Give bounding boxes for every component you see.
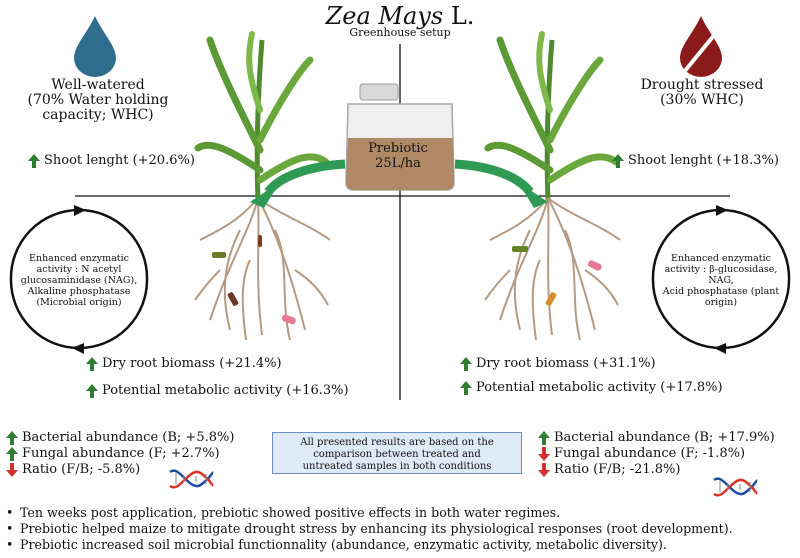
up-arrow-icon bbox=[460, 380, 472, 395]
maize-plant-drought bbox=[484, 31, 621, 341]
drought-label: Drought stressed (30% WHC) bbox=[640, 77, 764, 108]
bacterial-abundance-well-watered: Bacterial abundance (B; +5.8%) bbox=[6, 430, 234, 445]
bacterial-abundance-drought: Bacterial abundance (B; +17.9%) bbox=[538, 430, 775, 445]
up-arrow-icon bbox=[86, 383, 98, 398]
dna-icon bbox=[169, 469, 214, 489]
prebiotic-label: Prebiotic 25L/ha bbox=[368, 141, 428, 171]
down-arrow-icon bbox=[538, 462, 550, 477]
enzymatic-activity-drought: Enhanced enzymatic activity : β-glucosid… bbox=[662, 253, 780, 308]
fungal-abundance-well-watered: Fungal abundance (F; +2.7%) bbox=[6, 446, 220, 461]
root-biomass-drought: Dry root biomass (+31.1%) bbox=[460, 356, 656, 371]
list-item: •Prebiotic helped maize to mitigate drou… bbox=[6, 521, 733, 536]
up-arrow-icon bbox=[612, 153, 624, 168]
ratio-drought: Ratio (F/B; -21.8%) bbox=[538, 462, 680, 477]
application-arrows bbox=[250, 159, 548, 208]
down-arrow-icon bbox=[538, 446, 550, 461]
list-item: •Ten weeks post application, prebiotic s… bbox=[6, 505, 561, 520]
prebiotic-jar bbox=[345, 83, 455, 191]
up-arrow-icon bbox=[86, 356, 98, 371]
cycle-arrows-well-watered bbox=[9, 205, 149, 354]
maize-plant-well-watered bbox=[194, 31, 331, 341]
well-watered-label: Well-watered (70% Water holding capacity… bbox=[27, 77, 169, 123]
down-arrow-icon bbox=[6, 462, 18, 477]
fungal-abundance-drought: Fungal abundance (F; -1.8%) bbox=[538, 446, 745, 461]
shoot-length-well-watered: Shoot lenght (+20.6%) bbox=[28, 153, 195, 168]
enzymatic-activity-well-watered: Enhanced enzymatic activity : N acetyl g… bbox=[20, 253, 138, 308]
ratio-well-watered: Ratio (F/B; -5.8%) bbox=[6, 462, 140, 477]
up-arrow-icon bbox=[538, 430, 550, 445]
dna-icon bbox=[713, 477, 758, 497]
list-item: •Prebiotic increased soil microbial func… bbox=[6, 537, 667, 552]
metabolic-activity-drought: Potential metabolic activity (+17.8%) bbox=[460, 380, 723, 395]
root-biomass-well-watered: Dry root biomass (+21.4%) bbox=[86, 356, 282, 371]
up-arrow-icon bbox=[6, 446, 18, 461]
diagram-subtitle: Greenhouse setup bbox=[349, 26, 451, 39]
drought-drop-icon bbox=[680, 16, 722, 77]
conclusion-list: •Ten weeks post application, prebiotic s… bbox=[6, 505, 796, 553]
up-arrow-icon bbox=[460, 356, 472, 371]
cycle-arrows-drought bbox=[651, 205, 791, 354]
water-drop-icon bbox=[74, 16, 116, 77]
metabolic-activity-well-watered: Potential metabolic activity (+16.3%) bbox=[86, 383, 349, 398]
up-arrow-icon bbox=[28, 153, 40, 168]
shoot-length-drought: Shoot lenght (+18.3%) bbox=[612, 153, 779, 168]
diagram-title: Zea Mays L. bbox=[325, 2, 475, 30]
up-arrow-icon bbox=[6, 430, 18, 445]
comparison-note: All presented results are based on the c… bbox=[272, 432, 522, 474]
